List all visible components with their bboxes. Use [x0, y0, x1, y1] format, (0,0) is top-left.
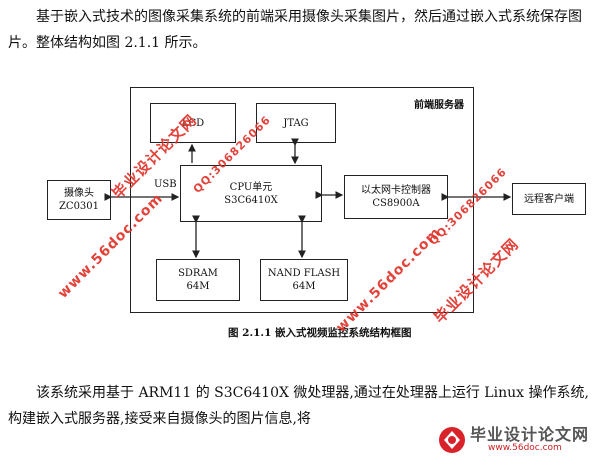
sdram-box: SDRAM 64M: [156, 259, 240, 301]
site-logo-icon: [439, 427, 465, 453]
sdram-size: 64M: [186, 281, 210, 292]
nand-label: NAND FLASH: [267, 268, 341, 279]
camera-model: ZC0301: [58, 201, 100, 212]
sdram-label: SDRAM: [178, 268, 218, 279]
connector-arrows: [104, 138, 512, 259]
intro-paragraph: 基于嵌入式技术的图像采集系统的前端采用摄像头采集图片，然后通过嵌入式系统保存图片…: [8, 9, 582, 51]
ethernet-controller-box: 以太网卡控制器 CS8900A: [344, 175, 448, 219]
logo-url: www.56doc.com: [488, 443, 562, 453]
ethernet-model: CS8900A: [372, 198, 420, 209]
system-diagram: 前端服务器 LCD JTAG CPU单元 S3C6410X 摄像头 ZC0301…: [47, 87, 586, 347]
front-end-server-label: 前端服务器: [414, 100, 464, 111]
cpu-model: S3C6410X: [224, 194, 278, 206]
nand-flash-box: NAND FLASH 64M: [260, 259, 348, 301]
jtag-label: JTAG: [283, 117, 309, 129]
remote-client-box: 远程客户端: [512, 183, 586, 215]
lcd-label: LCD: [181, 117, 205, 129]
lcd-box: LCD: [150, 103, 236, 143]
camera-label: 摄像头: [64, 188, 94, 199]
cpu-title: CPU单元: [229, 181, 273, 193]
remote-client-label: 远程客户端: [524, 193, 574, 205]
figure-caption: 图 2.1.1 嵌入式视频监控系统结构框图: [228, 327, 412, 339]
cpu-box: CPU单元 S3C6410X: [180, 165, 322, 222]
body-paragraph: 该系统采用基于 ARM11 的 S3C6410X 微处理器,通过在处理器上运行 …: [8, 385, 589, 427]
camera-box: 摄像头 ZC0301: [47, 180, 111, 220]
nand-size: 64M: [292, 281, 316, 292]
ethernet-label: 以太网卡控制器: [361, 185, 431, 196]
logo-text: 毕业设计论文网: [470, 425, 590, 444]
usb-label: USB: [154, 179, 177, 190]
